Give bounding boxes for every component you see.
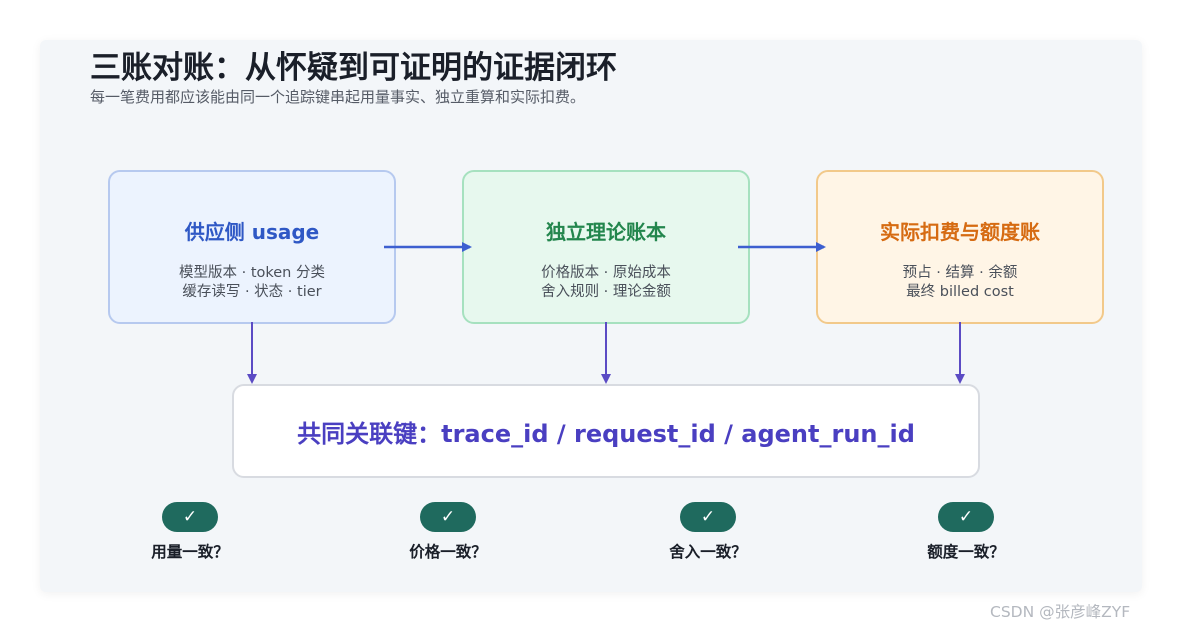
page-title: 三账对账：从怀疑到可证明的证据闭环 [90,50,617,86]
check-icon: ✓ [938,502,994,532]
independent-ledger-line-2: 舍入规则 · 理论金额 [541,284,671,300]
page-subtitle: 每一笔费用都应该能由同一个追踪键串起用量事实、独立重算和实际扣费。 [90,88,586,106]
billing-quota-line-2: 最终 billed cost [906,284,1014,300]
supplier-usage-line-2: 缓存读写 · 状态 · tier [182,284,322,300]
independent-ledger-box: 独立理论账本 价格版本 · 原始成本 舍入规则 · 理论金额 [462,170,750,324]
quota-match-label: 额度一致？ [927,543,1005,561]
independent-ledger-line-1: 价格版本 · 原始成本 [541,265,671,281]
supplier-usage-box: 供应侧 usage 模型版本 · token 分类 缓存读写 · 状态 · ti… [108,170,396,324]
billing-quota-title: 实际扣费与额度账 [880,220,1040,244]
price-match-label: 价格一致？ [409,543,487,561]
supplier-usage-line-1: 模型版本 · token 分类 [179,265,325,281]
supplier-usage-title: 供应侧 usage [184,220,320,244]
check-icon: ✓ [162,502,218,532]
check-icon: ✓ [420,502,476,532]
rounding-match-label: 舍入一致？ [669,543,747,561]
source-watermark: CSDN @张彦峰ZYF [990,603,1131,621]
billing-quota-line-1: 预占 · 结算 · 余额 [902,265,1018,281]
independent-ledger-title: 独立理论账本 [546,220,666,244]
correlation-key-text: 共同关联键：trace_id / request_id / agent_run_… [297,420,915,448]
billing-quota-box: 实际扣费与额度账 预占 · 结算 · 余额 最终 billed cost [816,170,1104,324]
check-icon: ✓ [680,502,736,532]
correlation-key-box: 共同关联键：trace_id / request_id / agent_run_… [232,384,980,478]
usage-match-label: 用量一致？ [151,543,229,561]
